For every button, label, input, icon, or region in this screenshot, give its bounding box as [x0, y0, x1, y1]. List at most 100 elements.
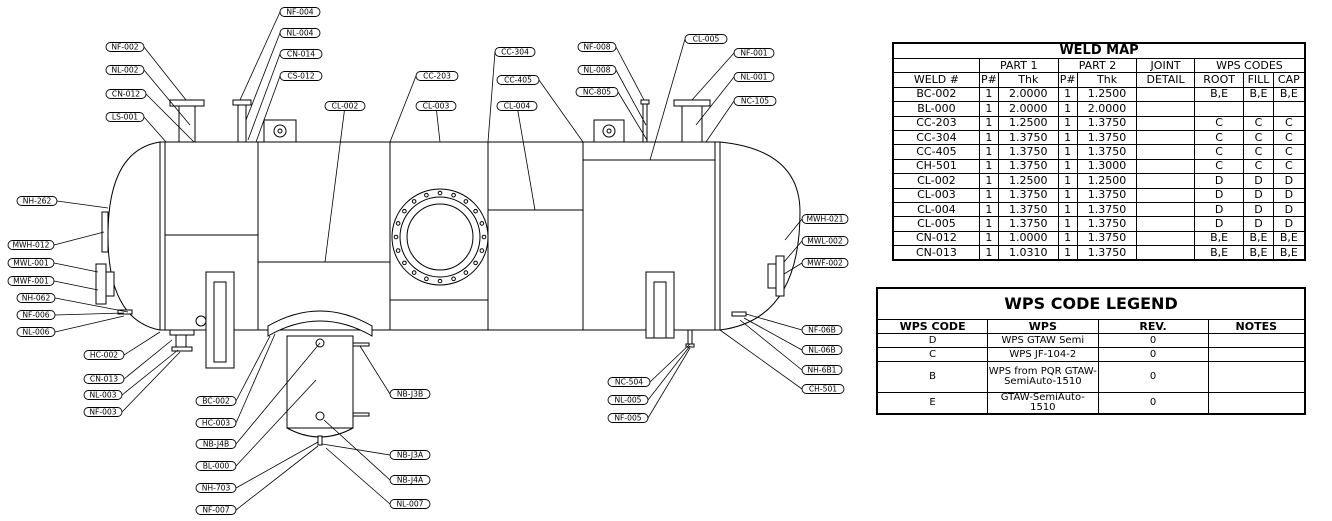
weld-tag-label: NH-262 — [23, 197, 52, 206]
weld-map-cell: CL-004 — [892, 201, 980, 218]
weld-map-cell: D — [1272, 201, 1306, 218]
leader-line — [719, 329, 803, 390]
wps-legend-notes-cell — [1207, 333, 1306, 348]
leader-line — [359, 345, 391, 395]
weld-tag-label: CL-005 — [693, 35, 720, 44]
weld-map-cell: D — [1193, 173, 1245, 189]
weld-map-cell: D — [1243, 173, 1274, 189]
weld-tag-label: CL-003 — [423, 102, 450, 111]
weld-map-cell: C — [1272, 115, 1306, 131]
weld-tag-label: NB-J4A — [397, 476, 424, 485]
weld-tag-label: LS-001 — [112, 113, 138, 122]
weld-tag-nl06b: NL-06B — [801, 345, 843, 355]
weld-tag-mwf002: MWF-002 — [801, 258, 849, 268]
weld-tag-nl005: NL-005 — [607, 395, 649, 405]
leader-lines — [53, 11, 803, 511]
weld-tag-nf003: NF-003 — [83, 407, 123, 417]
weld-tag-nbj3a: NB-J3A — [389, 450, 431, 460]
weld-tag-label: BC-002 — [202, 397, 230, 406]
weld-map-cell: 1 — [978, 216, 1000, 232]
weld-map-cell: 1 — [978, 86, 1000, 103]
weld-map-cell: D — [1243, 187, 1274, 203]
weld-tag-label: NL-005 — [614, 396, 641, 405]
weld-map-cell: 1 — [978, 187, 1000, 203]
vessel-drawing: NF-004NL-004CN-014CS-012NF-002NL-002CN-0… — [7, 7, 849, 515]
wps-legend-wps-cell: WPS GTAW Semi — [987, 333, 1099, 348]
leader-line — [235, 445, 319, 511]
leader-line — [784, 218, 803, 241]
weld-map-cell — [1243, 101, 1274, 117]
leader-line — [389, 75, 417, 143]
leader-line — [121, 349, 179, 396]
weld-map-cell: 1 — [1057, 230, 1078, 247]
weld-tag-label: MWL-002 — [807, 237, 843, 246]
weld-tag-label: NL-007 — [396, 500, 423, 509]
weld-tag-nh262: NH-262 — [16, 196, 58, 206]
weld-tag-label: NF-007 — [202, 506, 229, 515]
weld-tag-label: MWF-001 — [13, 277, 49, 286]
weld-map-cell: B,E — [1193, 245, 1245, 261]
leader-line — [617, 91, 648, 141]
weld-map-cell: 1 — [1057, 101, 1078, 117]
weld-map-cell: 1.2500 — [998, 173, 1059, 189]
weld-tag-nf006: NF-006 — [16, 310, 56, 320]
weld-map-group-header-row: PART 1 PART 2 JOINT WPS CODES — [892, 57, 1306, 74]
leader-line — [615, 69, 647, 126]
leader-line — [324, 105, 346, 263]
weld-map-cell: 1 — [1057, 129, 1078, 146]
leader-line — [647, 347, 691, 419]
leader-line — [647, 345, 691, 401]
weld-map-cell: C — [1272, 158, 1306, 175]
weld-tag-nbj4b: NB-J4B — [195, 439, 237, 449]
leader-line — [615, 46, 645, 101]
leader-line — [143, 69, 191, 126]
leader-line — [538, 79, 584, 143]
weld-map-cell: 1.0310 — [998, 245, 1059, 261]
weld-map-cell: 1.3750 — [998, 201, 1059, 218]
weld-map-cell: 1.3750 — [1076, 187, 1138, 203]
weld-map-cell: 1 — [1057, 245, 1078, 261]
leader-line — [123, 339, 173, 380]
weld-tag-mwl001: MWL-001 — [7, 258, 55, 268]
weld-map-cell: C — [1193, 129, 1245, 146]
col-fill: FILL — [1243, 72, 1274, 88]
leader-line — [247, 53, 281, 141]
weld-map-cell: 1.0000 — [998, 230, 1059, 247]
weld-tag-label: MWH-021 — [806, 215, 843, 224]
joint-header: JOINT — [1136, 57, 1195, 74]
weld-tag-hc002: HC-002 — [83, 350, 125, 360]
weld-map-cell: 2.0000 — [1076, 101, 1138, 117]
weld-map-column-header-row: WELD # P# Thk P# Thk DETAIL ROOT FILL CA… — [892, 72, 1306, 88]
weld-tag-cn012: CN-012 — [105, 89, 147, 99]
weld-map-cell: 1.3750 — [1076, 144, 1138, 160]
weld-map-cell: D — [1243, 201, 1274, 218]
weld-map-cell: 1 — [1057, 216, 1078, 232]
weld-tag-label: NL-006 — [22, 328, 49, 337]
weld-tag-nc504: NC-504 — [607, 377, 651, 387]
weld-map-cell — [1136, 201, 1195, 218]
weld-map-cell: CL-003 — [892, 187, 980, 203]
wps-codes-header: WPS CODES — [1193, 57, 1306, 74]
weld-map-cell: D — [1193, 187, 1245, 203]
weld-map-cell: 1.3750 — [1076, 115, 1138, 131]
weld-tag-label: NF-002 — [111, 43, 138, 52]
leader-line — [121, 351, 181, 413]
weld-map-cell: 1.3750 — [998, 129, 1059, 146]
wps-legend-title: WPS CODE LEGEND — [876, 287, 1306, 320]
weld-map-cell — [1136, 101, 1195, 117]
leader-line — [435, 105, 441, 143]
boot — [267, 310, 373, 446]
weld-tag-label: NH-6B1 — [807, 366, 836, 375]
weld-tag-label: NF-008 — [583, 43, 610, 52]
weld-map-cell: 1.3750 — [1076, 245, 1138, 261]
col-wps-code: WPS CODE — [876, 319, 989, 334]
weld-map-cell: CC-405 — [892, 144, 980, 160]
weld-tag-label: CN-012 — [112, 90, 140, 99]
weld-map-cell: 1.3750 — [998, 144, 1059, 160]
leader-line — [516, 105, 536, 211]
weld-tag-nf005: NF-005 — [607, 413, 649, 423]
weld-tag-nh703: NH-703 — [195, 483, 237, 493]
